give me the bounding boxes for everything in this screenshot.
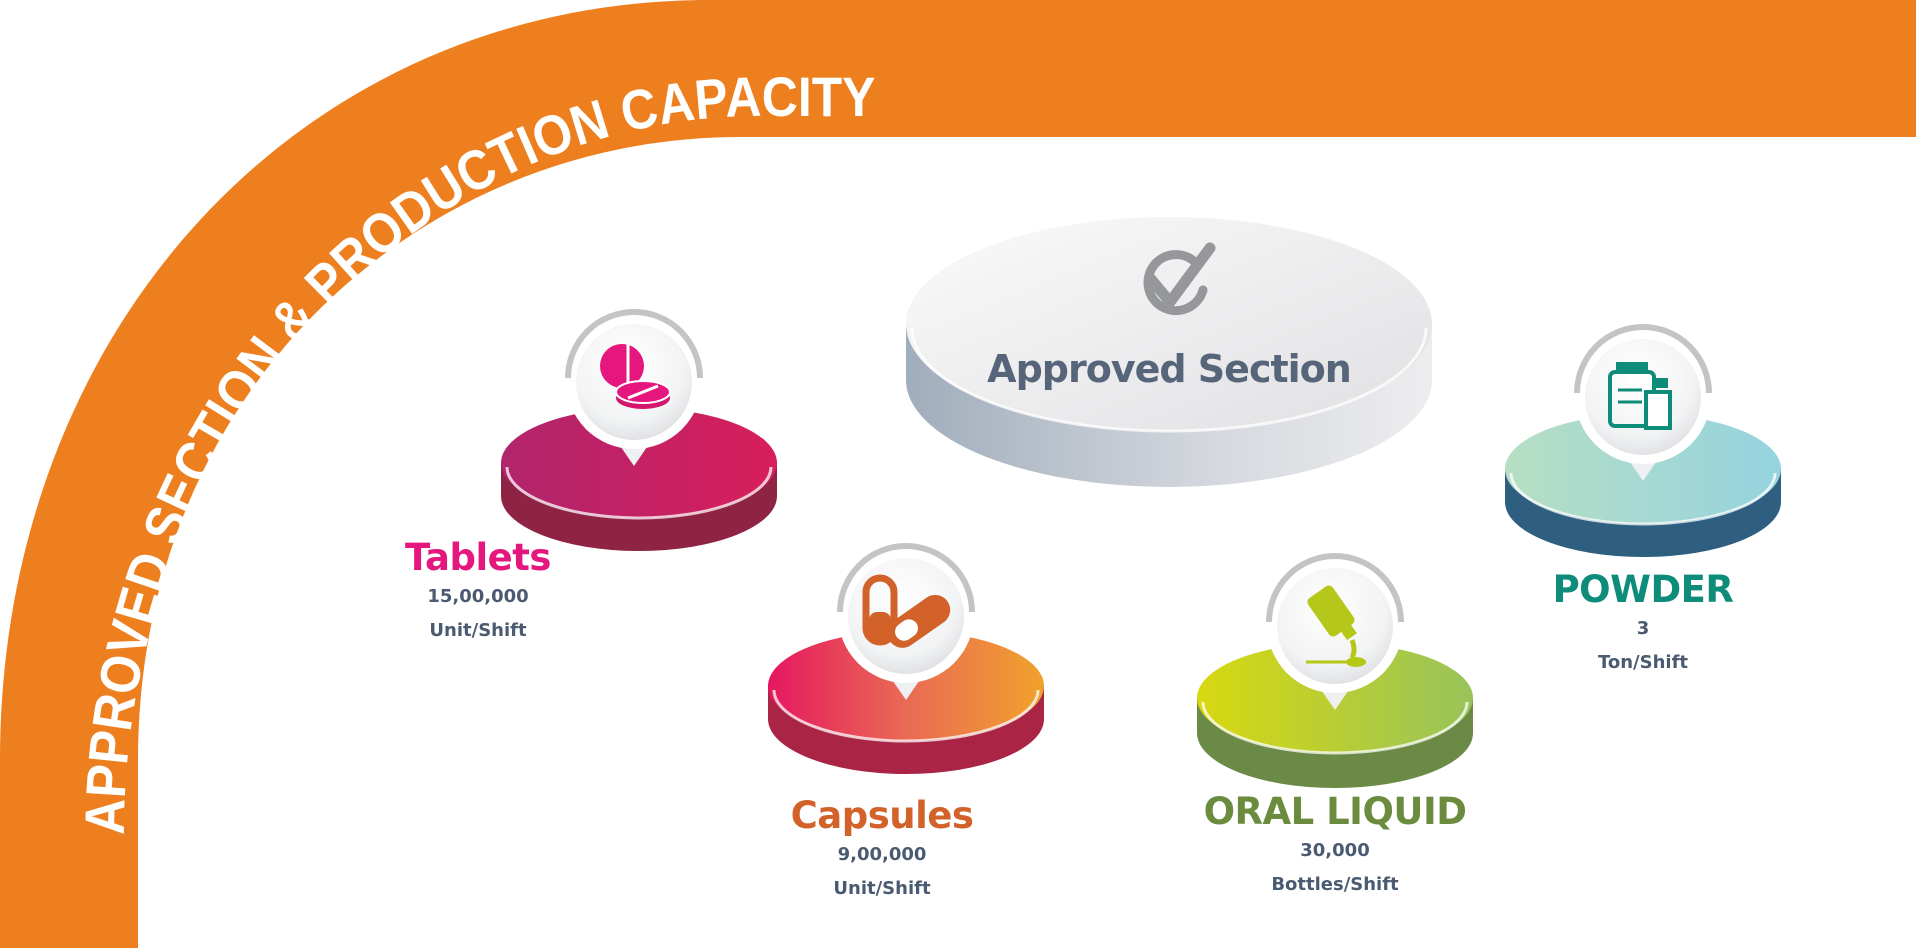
- section-value: 15,00,000: [427, 586, 529, 607]
- oral-liquid-label: ORAL LIQUID 30,000 Bottles/Shift: [1204, 790, 1467, 902]
- disc-highlight: [1509, 472, 1777, 526]
- capsules-label: Capsules 9,00,000 Unit/Shift: [791, 794, 974, 906]
- disc-highlight: [1201, 701, 1469, 755]
- pin-rim: [1266, 553, 1404, 623]
- section-unit: Unit/Shift: [833, 878, 931, 899]
- powder-label: POWDER 3 Ton/Shift: [1553, 568, 1734, 680]
- capsule-tilted-wrap: [887, 594, 951, 648]
- disc-top: [501, 408, 777, 518]
- pill-round: [600, 344, 644, 388]
- disc-highlight: [505, 466, 773, 520]
- bottle-neck: [1339, 621, 1357, 641]
- section-unit: Unit/Shift: [429, 620, 527, 641]
- tablet-score: [627, 384, 659, 400]
- tablets-label: Tablets 15,00,000 Unit/Shift: [405, 536, 551, 648]
- disc-highlight: [910, 327, 1428, 433]
- pin-face: [1585, 339, 1701, 455]
- pin-rim: [1574, 324, 1712, 394]
- pin-rim: [837, 543, 975, 613]
- capsule-upright-fill: [869, 612, 891, 642]
- spoon-bowl: [1346, 657, 1366, 667]
- liquid-bottle-icon: [1306, 585, 1366, 667]
- section-name: ORAL LIQUID: [1203, 790, 1467, 833]
- bottle-body: [1307, 585, 1355, 637]
- cup: [1644, 390, 1672, 430]
- section-value: 30,000: [1300, 840, 1370, 861]
- right-margin: [1916, 0, 1920, 948]
- section-value: 9,00,000: [837, 844, 927, 865]
- section-name: POWDER: [1552, 568, 1734, 611]
- disc-highlight: [772, 689, 1040, 743]
- capsule-icon: [862, 574, 951, 648]
- disc-top: [906, 217, 1432, 431]
- pin-rim: [565, 309, 703, 379]
- powder-jar-icon: [1608, 362, 1672, 430]
- section-value: 3: [1636, 618, 1650, 639]
- check-ring: [1143, 250, 1208, 316]
- capsule-tilted-half: [895, 619, 918, 641]
- check-mark: [1144, 242, 1216, 308]
- section-name: Tablets: [405, 536, 551, 579]
- section-unit: Bottles/Shift: [1271, 874, 1399, 895]
- section-unit: Ton/Shift: [1597, 652, 1689, 673]
- jar-lid: [1616, 362, 1648, 372]
- shaker-top: [1654, 378, 1668, 388]
- liquid-stream: [1349, 639, 1357, 660]
- approved-section-disc: [906, 217, 1432, 487]
- section-name: Capsules: [790, 794, 974, 837]
- check-circle-icon: [1143, 242, 1216, 316]
- approved-section-label: Approved Section: [987, 347, 1351, 391]
- tablet-pill-icon: [600, 344, 671, 409]
- tablets-disc: [501, 408, 777, 551]
